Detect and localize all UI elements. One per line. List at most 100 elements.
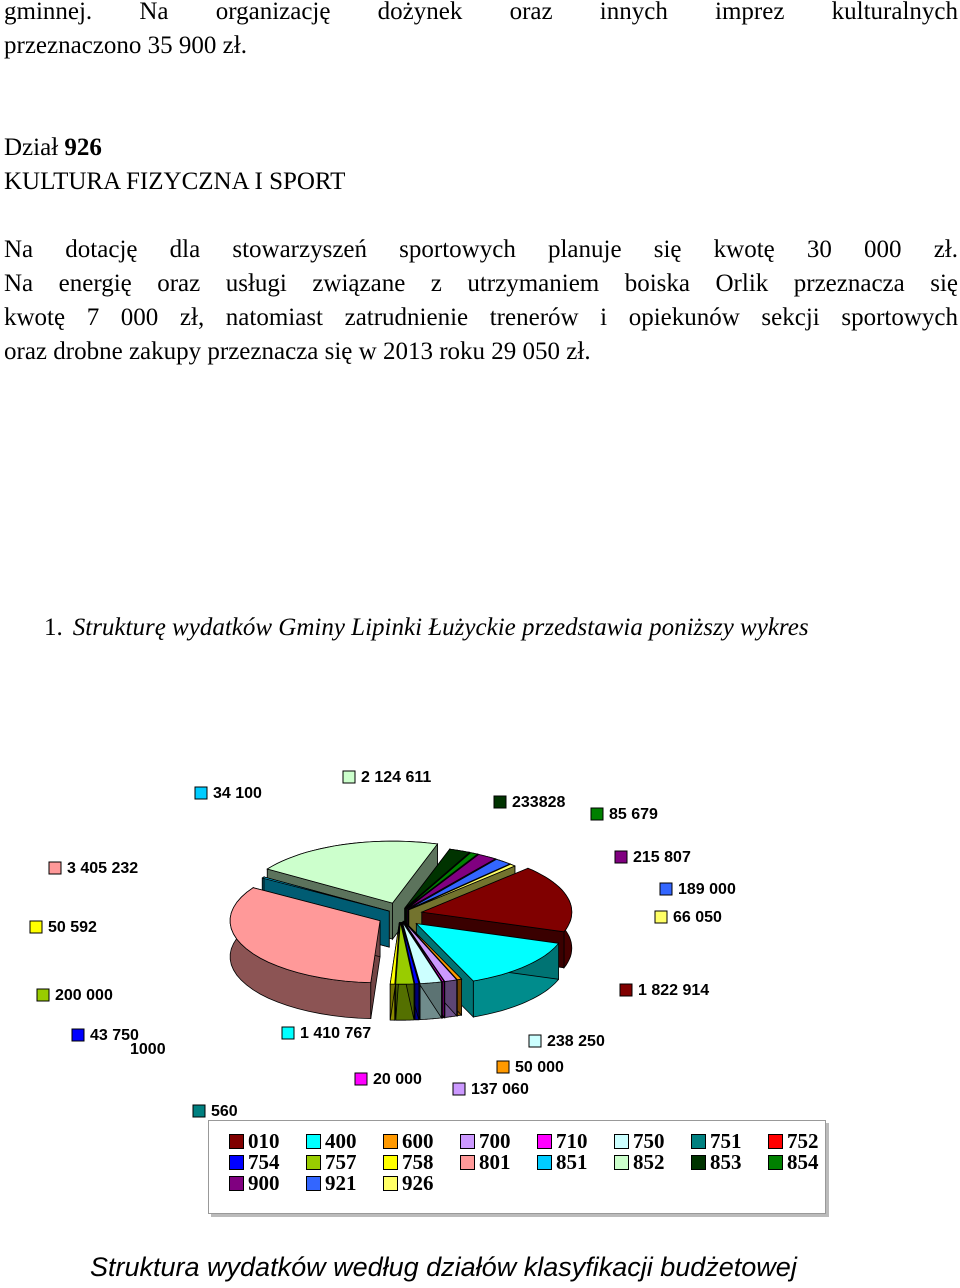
value-label: 20 000 [373,1071,422,1088]
value-label: 1 410 767 [300,1025,371,1042]
chart-legend: 010 400 600 700 710 750 751 752 754 757 758 801 851 8… [208,1120,826,1214]
legend-swatch [768,1155,783,1170]
legend-item: 750 [614,1131,665,1152]
legend-item: 854 [768,1152,819,1173]
legend-swatch [383,1155,398,1170]
legend-item: 700 [460,1131,511,1152]
legend-label: 752 [787,1129,819,1153]
value-label: 238 250 [547,1033,605,1050]
legend-label: 921 [325,1171,357,1195]
legend-swatch [691,1155,706,1170]
legend-swatch [306,1155,321,1170]
legend-item: 852 [614,1152,665,1173]
legend-label: 710 [556,1129,588,1153]
value-label-marker [48,861,62,875]
legend-item: 010 [229,1131,280,1152]
value-label: 34 100 [213,785,262,802]
legend-label: 926 [402,1171,434,1195]
legend-label: 801 [479,1150,511,1174]
value-label-marker [29,920,43,934]
value-label-marker [281,1026,295,1040]
section-number: 926 [64,134,102,161]
section-prefix: Dział [4,134,65,161]
value-label: 85 679 [609,806,658,823]
caption-text: Strukturę wydatków Gminy Lipinki Łużycki… [72,614,809,641]
legend-swatch [614,1155,629,1170]
section-title: KULTURA FIZYCZNA I SPORT [4,168,346,195]
legend-swatch [306,1176,321,1191]
legend-item: 853 [691,1152,742,1173]
legend-label: 900 [248,1171,280,1195]
legend-item: 751 [691,1131,742,1152]
value-label-marker [614,850,628,864]
paragraph-line: Na energię oraz usługi związane z utrzym… [4,270,958,297]
value-label: 233828 [512,794,565,811]
legend-swatch [229,1155,244,1170]
legend-label: 852 [633,1150,665,1174]
legend-label: 600 [402,1129,434,1153]
value-label: 66 050 [673,909,722,926]
legend-item: 710 [537,1131,588,1152]
paragraph-line: kwotę 7 000 zł, natomiast zatrudnienie t… [4,304,958,331]
legend-item: 752 [768,1131,819,1152]
value-label-marker [619,983,633,997]
value-label-marker [496,1060,510,1074]
legend-swatch [614,1134,629,1149]
legend-item: 758 [383,1152,434,1173]
legend-item: 851 [537,1152,588,1173]
legend-swatch [383,1134,398,1149]
legend-label: 854 [787,1150,819,1174]
value-label: 200 000 [55,987,113,1004]
caption-number: 1. [44,614,63,641]
legend-item: 754 [229,1152,280,1173]
value-label: 560 [211,1103,238,1120]
value-label: 189 000 [678,881,736,898]
legend-item: 757 [306,1152,357,1173]
paragraph-line: przeznaczono 35 900 zł. [4,32,247,59]
legend-item: 801 [460,1152,511,1173]
legend-item: 926 [383,1173,434,1194]
legend-swatch [691,1134,706,1149]
legend-item: 400 [306,1131,357,1152]
section-heading: Dział 926 [4,131,102,165]
legend-swatch [229,1176,244,1191]
value-label-marker [36,988,50,1002]
legend-label: 754 [248,1150,280,1174]
legend-item: 600 [383,1131,434,1152]
legend-swatch [460,1134,475,1149]
chart-title: Struktura wydatków według działów klasyf… [90,1252,797,1282]
pie-slice [229,886,381,1020]
legend-label: 851 [556,1150,588,1174]
legend-label: 758 [402,1150,434,1174]
legend-swatch [537,1155,552,1170]
legend-swatch [383,1176,398,1191]
value-label-marker [452,1082,466,1096]
value-label-marker [528,1034,542,1048]
value-label: 1 822 914 [638,982,709,999]
legend-label: 010 [248,1129,280,1153]
chart-caption: 1. Strukturę wydatków Gminy Lipinki Łużyc… [44,611,809,645]
paragraph-line: oraz drobne zakupy przeznacza się w 2013… [4,338,591,365]
legend-label: 751 [710,1129,742,1153]
value-label-marker [342,770,356,784]
value-label-marker [659,882,673,896]
pie-slice [395,922,415,1021]
legend-swatch [460,1155,475,1170]
value-label-marker [71,1028,85,1042]
legend-swatch [306,1134,321,1149]
legend-swatch [537,1134,552,1149]
legend-swatch [229,1134,244,1149]
value-label-marker [590,807,604,821]
legend-item: 921 [306,1173,357,1194]
value-label: 43 750 [90,1027,139,1044]
value-label: 50 000 [515,1059,564,1076]
legend-label: 853 [710,1150,742,1174]
legend-item: 900 [229,1173,280,1194]
legend-label: 757 [325,1150,357,1174]
paragraph-line: Na dotację dla stowarzyszeń sportowych p… [4,236,958,263]
legend-label: 700 [479,1129,511,1153]
value-label-marker [192,1104,206,1118]
value-label: 2 124 611 [361,769,431,786]
legend-swatch [768,1134,783,1149]
